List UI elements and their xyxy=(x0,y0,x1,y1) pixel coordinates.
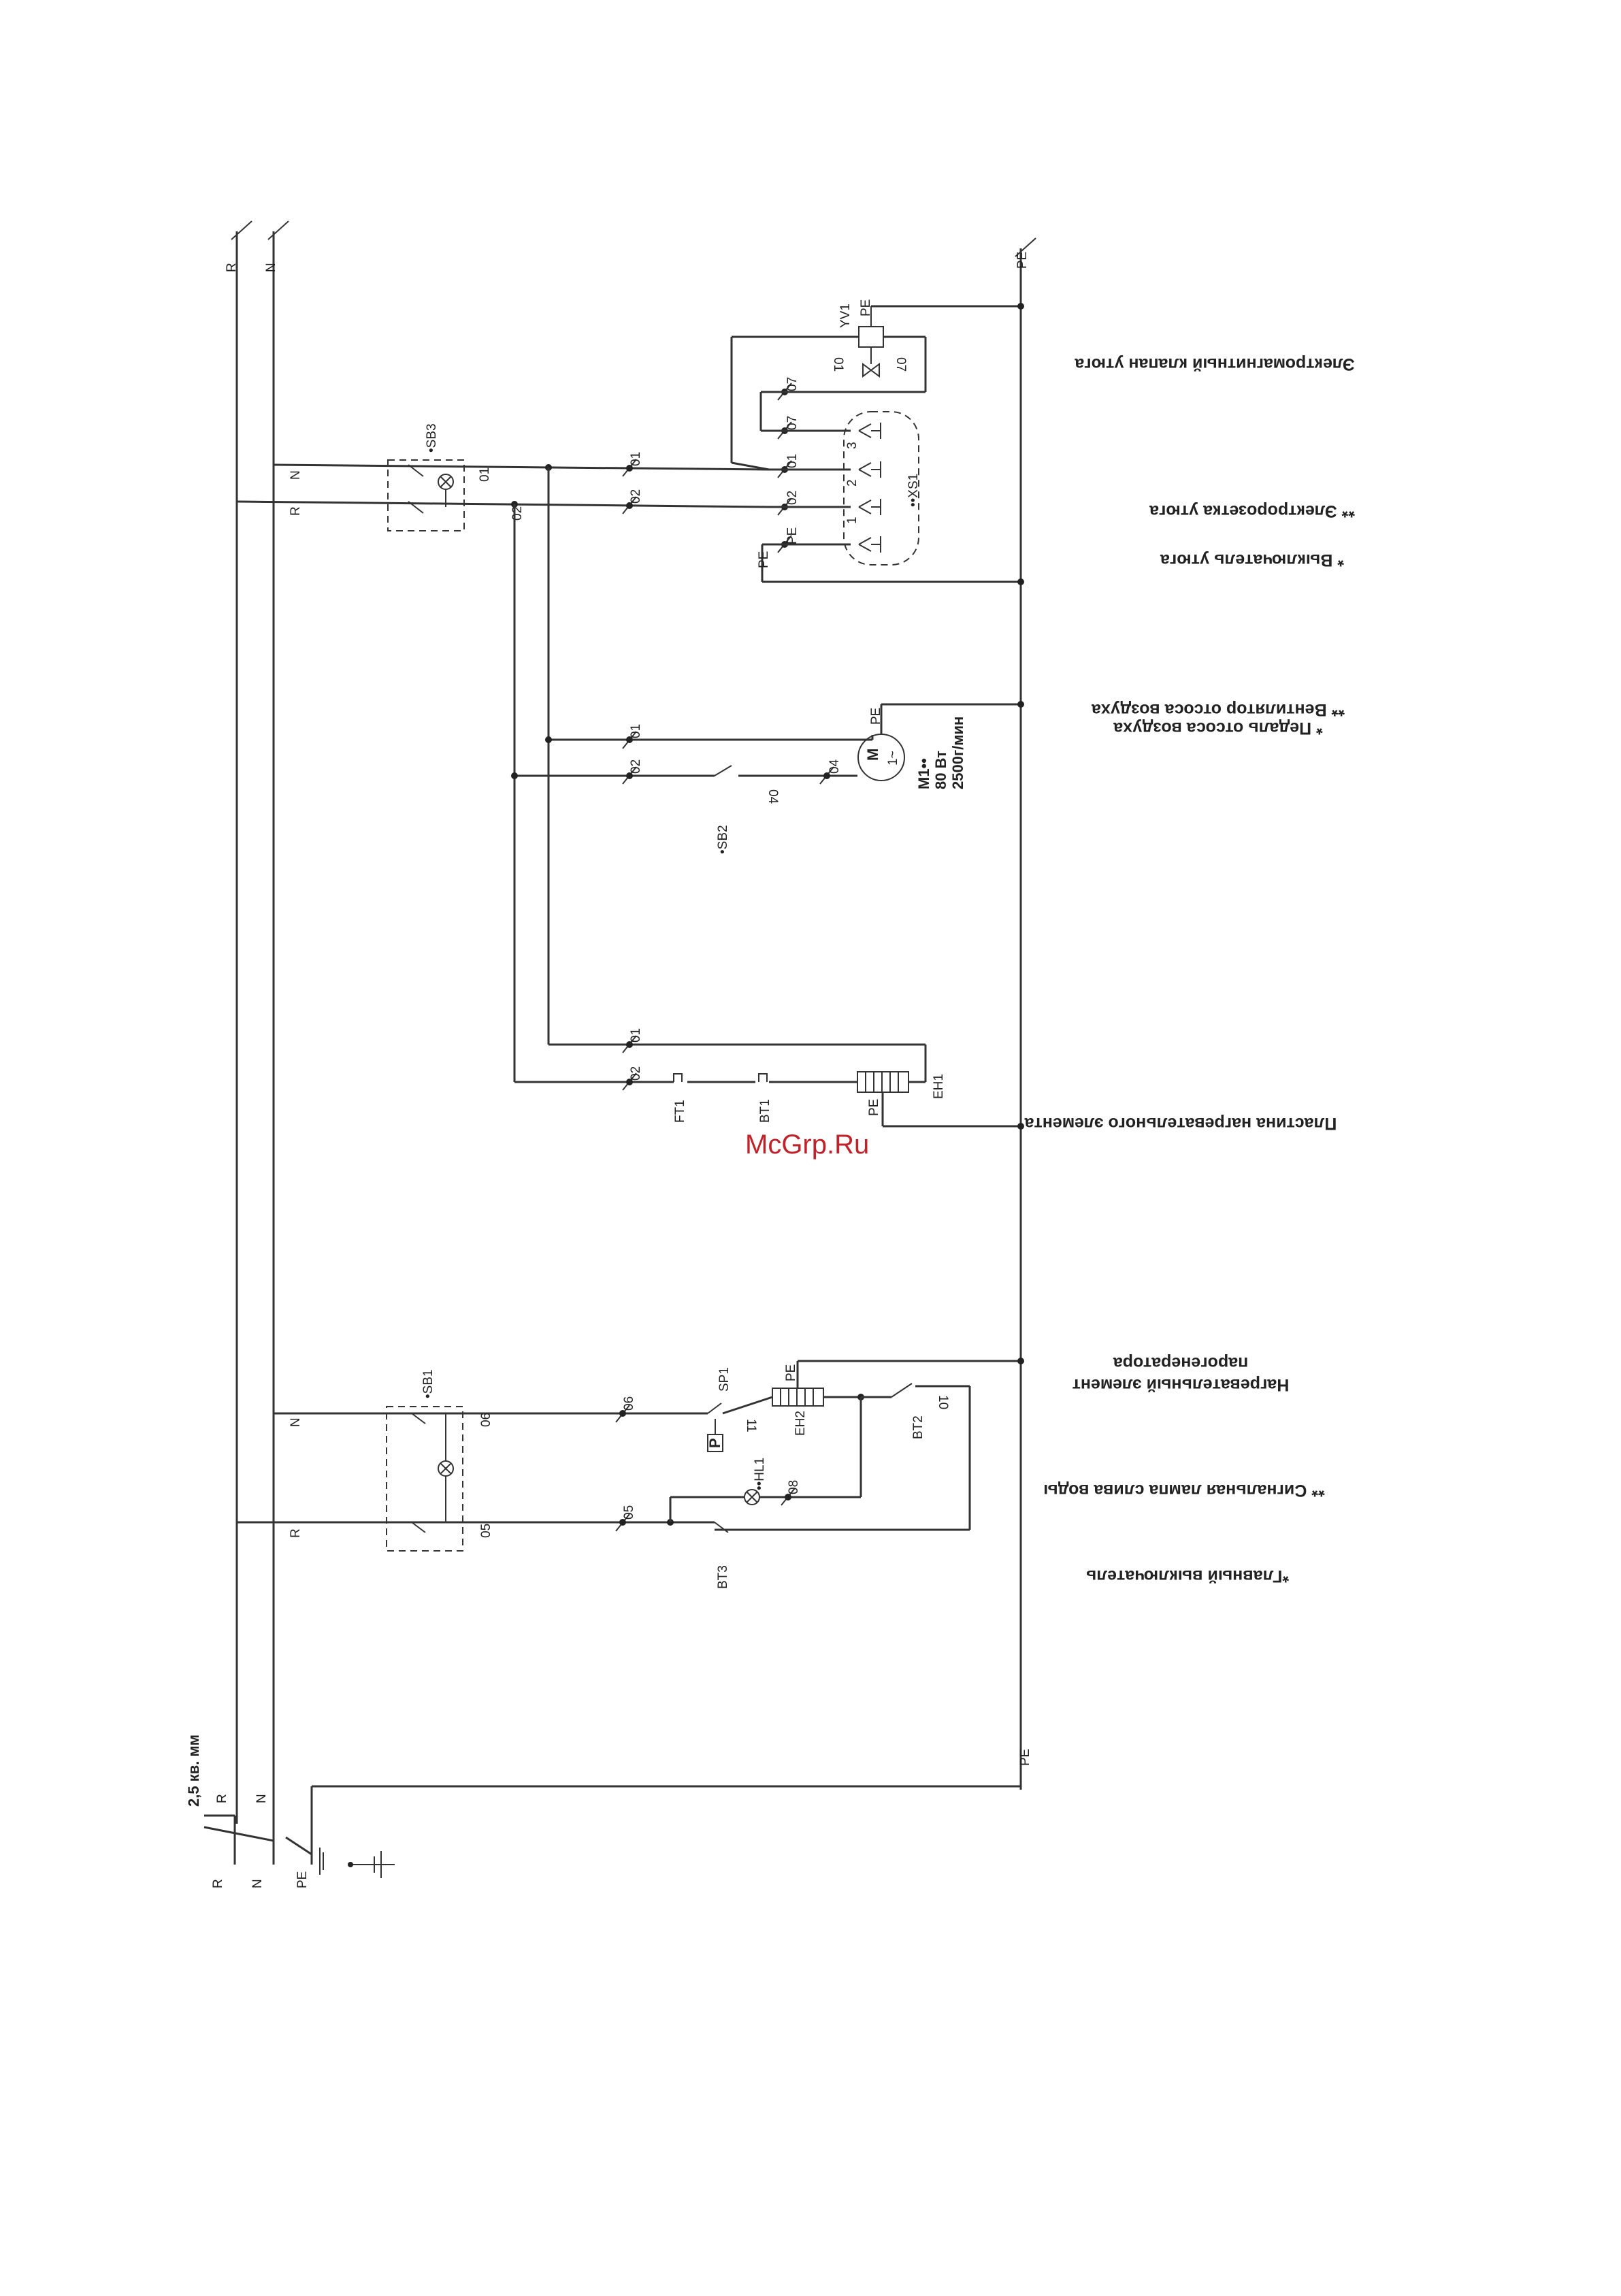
steam-terminal-06: 06 xyxy=(622,1396,636,1411)
cable-section-label: 2,5 кв. мм xyxy=(185,1735,202,1807)
eh2-pe-label: PE xyxy=(784,1364,798,1381)
sb3-label: •SB3 xyxy=(425,423,439,453)
bt2-wire-10: 10 xyxy=(936,1395,950,1409)
yv1-wire-01: 01 xyxy=(831,357,845,372)
bus-lines xyxy=(203,220,1036,1878)
hl1-wire-08: 08 xyxy=(787,1480,801,1494)
m1-label: M1•• xyxy=(915,758,932,789)
sb1-out-06: 06 xyxy=(479,1413,493,1427)
iron-terminal-02: 02 xyxy=(629,489,643,504)
plate-terminal-02: 02 xyxy=(629,1066,643,1081)
bus-label-pe: PE xyxy=(1015,252,1030,269)
legend-valve: Электромагнитный клапан утюга xyxy=(1074,355,1354,374)
xs1-pin-1: 1 xyxy=(845,516,859,524)
xs1-label: ••XS1 xyxy=(906,474,921,507)
xs1-pin-2: 2 xyxy=(845,479,859,487)
fan-terminal-04: 04 xyxy=(828,759,842,774)
sb3-out-01: 01 xyxy=(478,468,492,482)
m1-power-label: 80 Вт xyxy=(932,751,949,789)
terminal-label-pe: PE xyxy=(1018,1749,1032,1766)
xs1-wire-02: 02 xyxy=(785,491,800,505)
eh1-label: EH1 xyxy=(932,1074,946,1099)
steam-generator-circuit: •SB1 N R 06 05 06 05 P SP1 11 PE EH2 BT2… xyxy=(237,1358,1024,1589)
input-label-r: R xyxy=(211,1879,225,1888)
legend-lamp: ** Сигнальная лампа слива воды xyxy=(1043,1481,1325,1500)
motor-phase-label: 1~ xyxy=(886,751,900,766)
legend-main-switch: *Главный выключатель xyxy=(1086,1567,1289,1586)
sb3-out-02: 02 xyxy=(510,506,525,521)
m1-speed-label: 2500г/мин xyxy=(949,717,966,789)
sp1-p-label: P xyxy=(706,1438,723,1448)
legend-socket: ** Электророзетка утюга xyxy=(1149,502,1355,521)
fan-wire-04: 04 xyxy=(766,789,780,804)
fan-terminal-01: 01 xyxy=(629,724,643,738)
sp1-wire-11: 11 xyxy=(744,1419,758,1432)
fan-terminal-02: 02 xyxy=(629,759,643,774)
yv1-label: YV1 xyxy=(838,304,853,328)
sb3-r-label: R xyxy=(289,506,303,516)
bt3-label: BT3 xyxy=(716,1565,730,1589)
xs1-wire-pe: PE xyxy=(785,527,800,544)
input-label-n: N xyxy=(250,1879,265,1888)
bus-label-r: R xyxy=(225,263,239,272)
xs1-wire-07b: 07 xyxy=(785,377,800,391)
watermark: McGrp.Ru xyxy=(745,1130,869,1160)
input-label-pe: PE xyxy=(295,1871,310,1888)
sb1-label: •SB1 xyxy=(421,1369,436,1398)
terminal-label-r: R xyxy=(215,1794,229,1803)
sb1-n-label: N xyxy=(289,1417,303,1427)
steam-terminal-05: 05 xyxy=(622,1505,636,1520)
sb2-label: •SB2 xyxy=(716,825,730,854)
iron-circuit: •SB3 N R 01 02 01 02 01 02 PE 07 07 PE xyxy=(236,299,1024,585)
yv1-pe-label: PE xyxy=(859,299,873,316)
yv1-wire-07: 07 xyxy=(894,357,908,372)
sp1-label: SP1 xyxy=(717,1367,732,1392)
legend-fan: ** Вентилятор отсоса воздуха xyxy=(1091,700,1345,719)
xs1-pin-3: 3 xyxy=(845,442,859,449)
legend-plate: Пластина нагревательного элемента xyxy=(1024,1114,1337,1133)
xs1-wire-07a: 07 xyxy=(785,416,800,430)
bt2-label: BT2 xyxy=(911,1415,926,1439)
iron-terminal-01: 01 xyxy=(629,452,643,466)
fan-circuit: 01 02 04 04 •SB2 PE M 1~ M1•• 80 Вт 2500… xyxy=(511,468,1024,1082)
xs1-wire-01: 01 xyxy=(785,454,800,468)
eh2-label: EH2 xyxy=(793,1411,808,1436)
sb1-r-label: R xyxy=(289,1528,303,1538)
eh1-pe-label: PE xyxy=(867,1099,881,1116)
xs1-pe-label: PE xyxy=(757,551,771,568)
legend-pedal: * Педаль отсоса воздуха xyxy=(1113,719,1323,738)
m1-pe-label: PE xyxy=(869,708,883,725)
bus-labels: R N PE R N PE 2,5 кв. мм R N PE xyxy=(185,252,1032,1888)
bus-label-n: N xyxy=(264,263,278,272)
hl1-label: ••HL1 xyxy=(753,1458,767,1490)
legend-steam-heater-line1: Нагревательный элемент xyxy=(1073,1375,1290,1394)
legend: Электромагнитный клапан утюга ** Электро… xyxy=(1024,355,1355,1586)
ft1-label: FT1 xyxy=(673,1100,687,1123)
plate-terminal-01: 01 xyxy=(629,1028,643,1043)
plate-heater-circuit: 01 02 FT1 BT1 EH1 PE xyxy=(514,1028,1024,1130)
terminal-label-n: N xyxy=(255,1794,269,1803)
motor-m-label: M xyxy=(864,749,881,761)
legend-steam-heater-line2: парогенератора xyxy=(1113,1354,1248,1373)
sb3-n-label: N xyxy=(289,470,303,480)
bt1-label: BT1 xyxy=(758,1099,772,1123)
legend-iron-switch: * Выключатель утюга xyxy=(1160,551,1344,570)
sb1-out-05: 05 xyxy=(479,1524,493,1538)
